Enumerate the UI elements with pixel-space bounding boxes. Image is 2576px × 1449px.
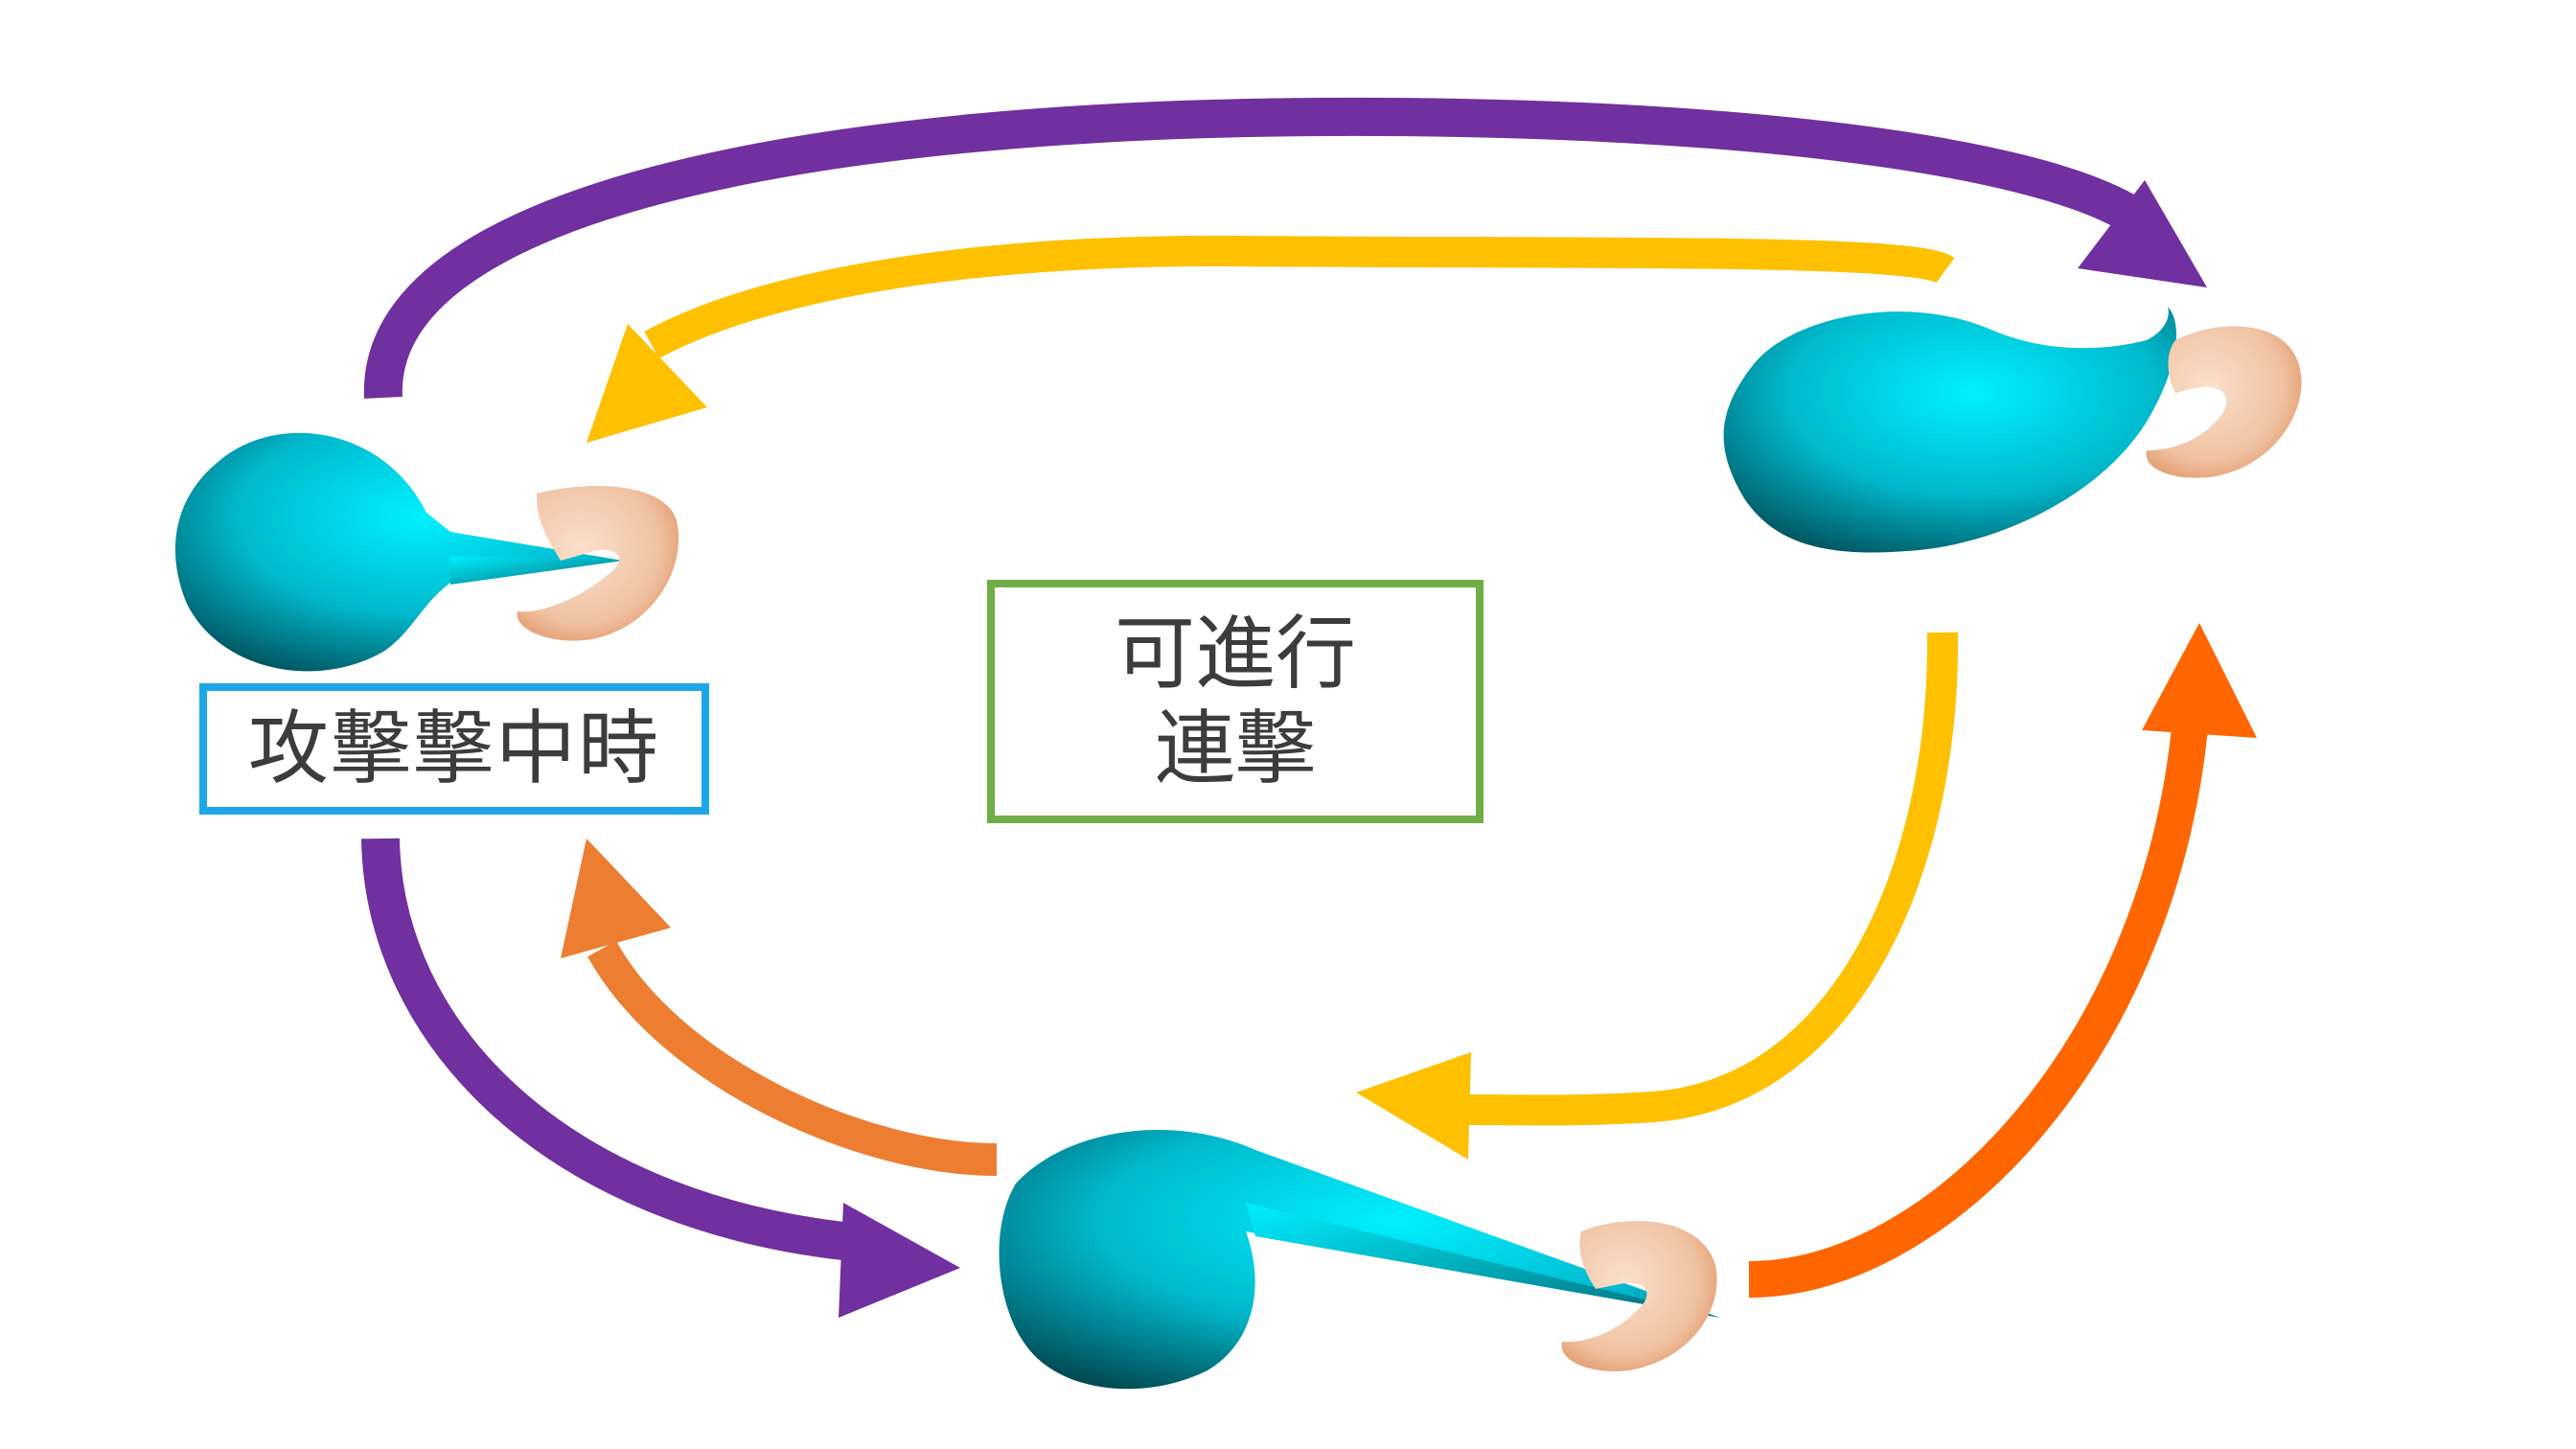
target-ear-icon <box>2146 326 2302 478</box>
target-ear-icon <box>1561 1221 1717 1371</box>
purple-arrowhead-top <box>2078 180 2207 288</box>
cyan-creature-icon <box>174 432 623 672</box>
purple-arrowhead-bottom <box>839 1203 960 1318</box>
deep-orange-arrow-right <box>1748 726 2208 1298</box>
purple-arrow-bottom <box>361 838 846 1260</box>
combo-text-line2: 連擊 <box>1154 702 1316 795</box>
yellow-arrowhead-right <box>1356 1052 1471 1160</box>
orange-arrowhead-left <box>561 839 671 958</box>
cyan-creature-icon <box>1723 307 2176 553</box>
orange-arrow-left <box>587 940 998 1176</box>
purple-arrow-top <box>363 97 2143 399</box>
combo-text-line1: 可進行 <box>1114 606 1356 701</box>
hit-time-label: 攻擊擊中時 <box>199 683 709 815</box>
yellow-arrowhead-top <box>586 324 707 443</box>
target-ear-icon <box>517 486 679 641</box>
combo-possible-label: 可進行 連擊 <box>987 580 1484 823</box>
cyan-creature-icon <box>999 1129 1720 1390</box>
yellow-arrow-right <box>1460 632 1959 1126</box>
yellow-arrow-top <box>644 235 1955 359</box>
hit-time-text: 攻擊擊中時 <box>247 701 660 795</box>
deep-orange-arrowhead-right <box>2142 623 2257 738</box>
